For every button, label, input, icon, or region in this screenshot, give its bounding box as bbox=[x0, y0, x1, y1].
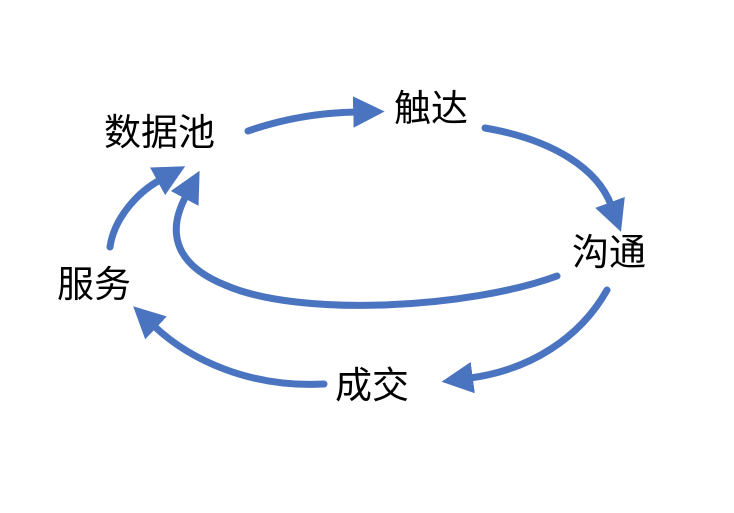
arrow-data-pool-to-reach bbox=[244, 96, 385, 135]
node-reach: 触达 bbox=[394, 87, 468, 130]
arrow-service-to-data-pool bbox=[106, 166, 186, 251]
node-service: 服务 bbox=[57, 263, 131, 306]
arrow-communicate-to-data-pool bbox=[170, 170, 561, 309]
node-data-pool: 数据池 bbox=[104, 111, 215, 154]
node-deal: 成交 bbox=[335, 364, 409, 407]
arrow-reach-to-communicate bbox=[481, 124, 625, 232]
node-communicate: 沟通 bbox=[572, 231, 646, 274]
arrow-communicate-to-deal bbox=[441, 286, 611, 394]
arrow-deal-to-service bbox=[133, 306, 328, 388]
